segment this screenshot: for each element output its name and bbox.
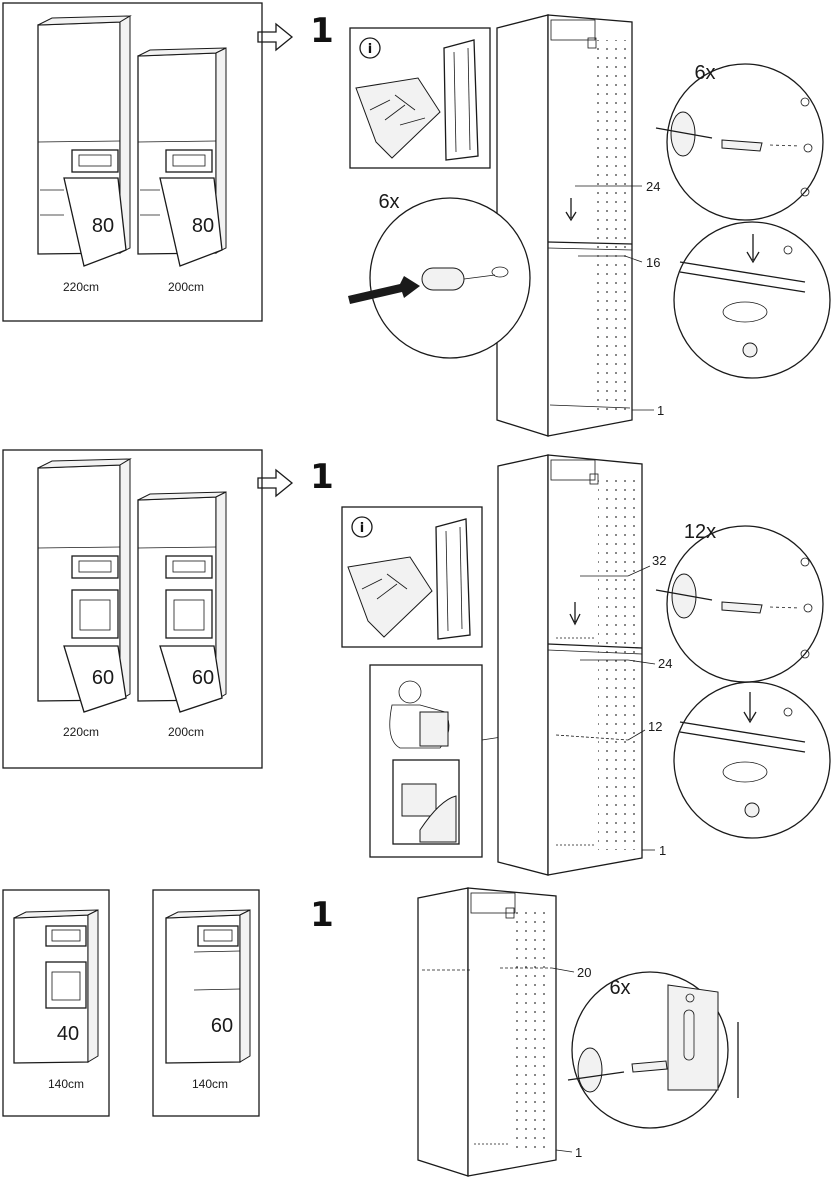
step-number: 1: [310, 457, 334, 497]
info-icon: [351, 516, 373, 538]
part-callout: 1: [575, 1145, 582, 1160]
quantity-label: 6x: [694, 62, 715, 84]
cabinet-220: 60 220cm: [37, 458, 132, 739]
cabinet-frame: 20 1: [417, 887, 591, 1177]
shelf-pin-inset: [673, 221, 831, 379]
door-width-label: 60: [192, 667, 214, 689]
cabinet-height-label: 140cm: [48, 1077, 84, 1091]
cabinet-200: 80 200cm: [137, 47, 227, 294]
hollow-arrow-icon: [257, 468, 294, 498]
part-callout: 24: [658, 656, 672, 671]
section-1: 80 220cm 80 200cm 1 i: [2, 2, 831, 437]
door-width-label: 60: [211, 1015, 233, 1037]
info-box: i: [341, 506, 483, 648]
cabinet-height-label: 200cm: [168, 725, 204, 739]
cabinet-height-label: 220cm: [63, 280, 99, 294]
door-width-label: 40: [57, 1023, 79, 1045]
shelf-pin-inset: [673, 681, 831, 839]
cabinet-height-label: 220cm: [63, 725, 99, 739]
hollow-arrow-icon: [257, 22, 294, 52]
part-callout: 20: [577, 965, 591, 980]
part-callout: 1: [659, 843, 666, 858]
part-callout: 24: [646, 179, 660, 194]
svg-text:i: i: [368, 42, 372, 57]
variant-frame: [2, 449, 263, 769]
part-callout: 1: [657, 403, 664, 418]
quantity-label: 6x: [609, 977, 630, 999]
door-width-label: 80: [92, 215, 114, 237]
section-3: 40 140cm 60 140cm 1 20 1: [2, 887, 739, 1177]
screw-inset: 6x: [655, 62, 824, 221]
cabinet-frame: 24 16 1: [496, 14, 664, 437]
part-callout: 16: [646, 255, 660, 270]
cabinet-140-oven: 40 140cm: [13, 909, 99, 1091]
section-2: 60 220cm 60 200cm 1 i: [2, 449, 831, 876]
step-number: 1: [310, 895, 334, 935]
variant-frame: [2, 2, 263, 322]
cabinet-200: 60 200cm: [137, 491, 227, 739]
variant-frame: [152, 889, 260, 1117]
cabinet-height-label: 200cm: [168, 280, 204, 294]
screw-inset: 12x: [655, 521, 824, 683]
quantity-label: 12x: [684, 521, 716, 543]
dowel-inset: 6x: [348, 191, 531, 359]
cabinet-220: 80 220cm: [37, 15, 132, 294]
quantity-label: 6x: [378, 191, 399, 213]
door-width-label: 80: [192, 215, 214, 237]
bracket-inset: 6x: [567, 971, 739, 1129]
door-width-label: 60: [92, 667, 114, 689]
variant-frame: [2, 889, 110, 1117]
part-callout: 12: [648, 719, 662, 734]
info-box: i: [349, 27, 491, 169]
part-callout: 32: [652, 553, 666, 568]
cabinet-frame: 32 24 12 1: [497, 454, 672, 876]
cabinet-height-label: 140cm: [192, 1077, 228, 1091]
step-number: 1: [310, 11, 334, 51]
svg-text:i: i: [360, 521, 364, 536]
cabinet-140-microwave: 60 140cm: [165, 909, 251, 1091]
info-icon: [359, 37, 381, 59]
